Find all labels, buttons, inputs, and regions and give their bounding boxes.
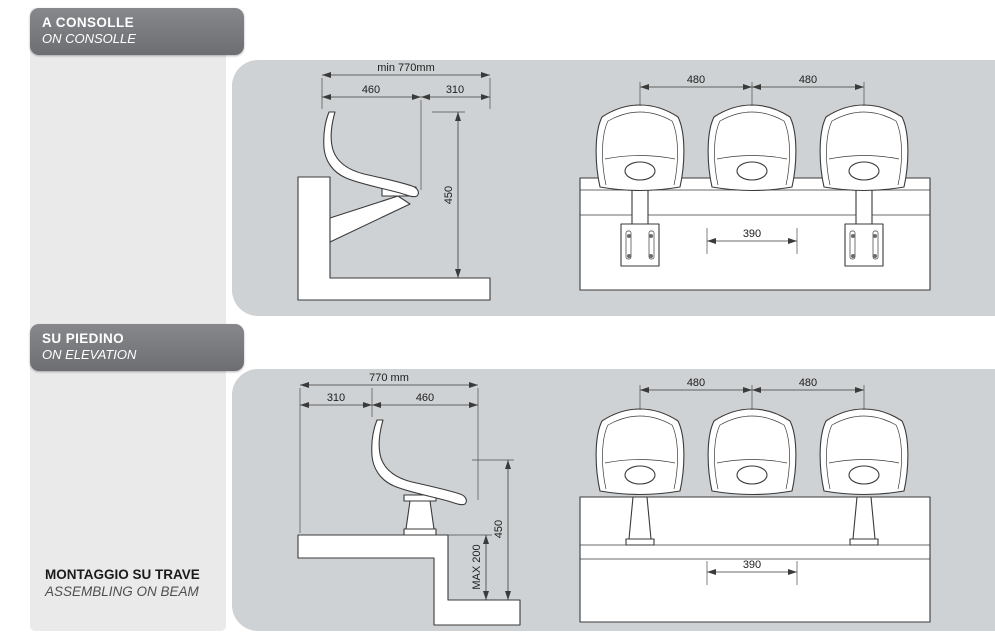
badge-subtitle: ON ELEVATION	[42, 347, 137, 362]
dim-label-height: 450	[493, 520, 505, 538]
seat-front-2	[707, 104, 797, 192]
dim-label-bracket-gap: 390	[743, 559, 761, 571]
seat-front-2	[707, 408, 797, 496]
step-section	[297, 534, 521, 626]
seat-front-3	[819, 408, 909, 496]
badge-subtitle: ON CONSOLLE	[42, 31, 136, 46]
beam-mounting-title: MONTAGGIO SU TRAVE	[45, 567, 200, 582]
dim-label-max-height: MAX 200	[471, 544, 483, 589]
mount-bracket-right	[844, 189, 884, 267]
dim-label-height: 450	[443, 186, 455, 204]
mount-bracket-left	[620, 189, 660, 267]
seat-front-3	[819, 104, 909, 192]
dim-label-total: min 770mm	[377, 62, 434, 74]
section-badge-elevation: SU PIEDINO ON ELEVATION	[30, 324, 244, 371]
seat-side-view	[323, 111, 419, 198]
dim-label-total: 770 mm	[369, 372, 409, 384]
badge-title: SU PIEDINO	[42, 331, 125, 346]
elevation-side-view: 770 mm 310 460 MAX 200 450	[297, 372, 521, 626]
pedestal-base-plate	[403, 528, 437, 536]
panel-elevation: 770 mm 310 460 MAX 200 450	[232, 369, 995, 631]
beam-mounting-subtitle: ASSEMBLING ON BEAM	[45, 584, 199, 599]
seat-front-1	[595, 104, 685, 192]
dim-label-back-clear: 310	[327, 392, 345, 404]
elevation-drawings: 770 mm 310 460 MAX 200 450	[297, 372, 931, 626]
beam-mounting-label: MONTAGGIO SU TRAVE ASSEMBLING ON BEAM	[45, 567, 200, 599]
console-front-view: 480 480 390	[579, 74, 931, 291]
console-side-view: min 770mm 460 310 450	[297, 62, 491, 301]
dim-label-seat-depth: 460	[416, 392, 434, 404]
console-bracket	[329, 195, 411, 243]
dim-label-front-clear: 310	[446, 84, 464, 96]
pedestal-column	[405, 500, 435, 530]
panel-console: min 770mm 460 310 450	[232, 60, 995, 316]
dim-label-bracket-gap: 390	[743, 228, 761, 240]
dim-label-pitch-left: 480	[687, 377, 705, 389]
step-section	[297, 176, 491, 301]
badge-title: A CONSOLLE	[42, 15, 135, 30]
pedestal-left	[625, 496, 655, 546]
console-drawings: min 770mm 460 310 450	[297, 62, 931, 301]
dim-label-seat-depth: 460	[362, 84, 380, 96]
dim-label-pitch-right: 480	[799, 377, 817, 389]
seat-front-1	[595, 408, 685, 496]
dim-label-pitch-left: 480	[687, 74, 705, 86]
seat-side-view	[371, 419, 467, 506]
pedestal-right	[849, 496, 879, 546]
dim-label-pitch-right: 480	[799, 74, 817, 86]
section-badge-console: A CONSOLLE ON CONSOLLE	[30, 8, 244, 55]
left-strip	[30, 8, 226, 631]
elevation-front-view: 480 480 390	[579, 377, 931, 623]
